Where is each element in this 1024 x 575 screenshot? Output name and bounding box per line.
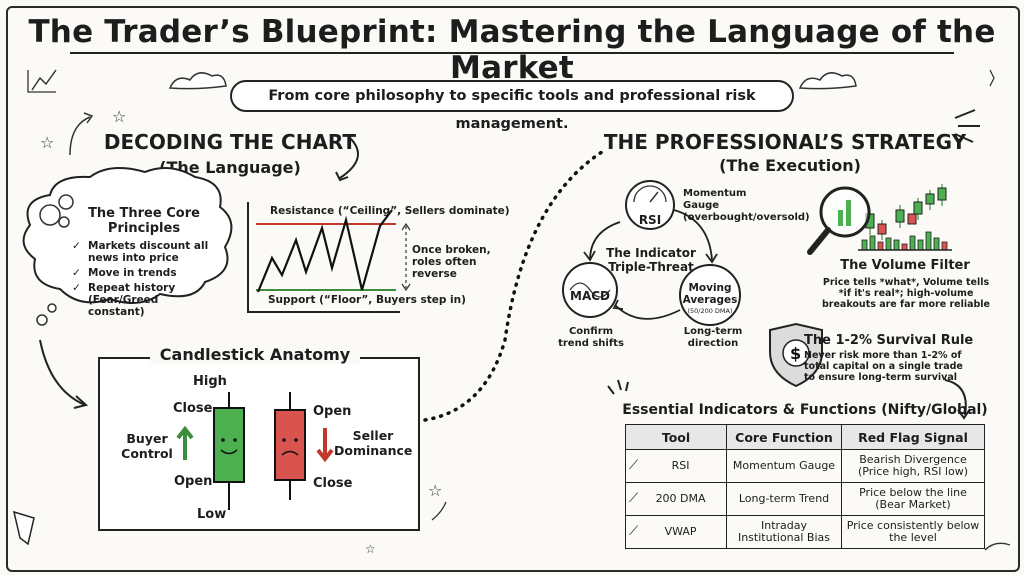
tool-cell: ⟋200 DMA [625,482,727,516]
left-subheading: (The Language) [159,158,301,177]
volume-desc: Price tells *what*, Volume tells *if it'… [822,277,990,310]
table-row: ⟋200 DMA Long-term Trend Price below the… [625,482,985,516]
check-icon: ✓ [72,240,81,252]
svg-text:☆: ☆ [40,133,54,152]
trend-icon: ⟋ [629,491,639,506]
open-bear-label: Open [313,404,352,419]
principle-item: ✓ Move in trends [72,267,212,279]
trend-icon: ⟋ [629,524,639,539]
tool-cell: ⟋VWAP [625,515,727,549]
survival-title: The 1-2% Survival Rule [804,333,974,348]
table-header-row: Tool Core Function Red Flag Signal [625,424,985,450]
indicators-table: Tool Core Function Red Flag Signal ⟋RSI … [625,424,985,549]
tool-cell: ⟋RSI [625,449,727,483]
flag-cell: Price consistently below the level [841,515,985,549]
svg-text:$: $ [790,344,801,363]
reverse-note: Once broken, roles often reverse [412,244,491,280]
svg-text:☆: ☆ [428,481,442,500]
check-icon: ✓ [72,282,81,294]
support-label: Support (“Floor”, Buyers step in) [268,294,466,306]
header-function: Core Function [726,424,842,450]
open-bull-label: Open [174,474,213,489]
flag-cell: Price below the line (Bear Market) [841,482,985,516]
triple-threat-title: The Indicator Triple-Threat [606,246,696,274]
ma-sub: (50/200 DMA) [687,307,733,315]
seller-dominance-label: Seller Dominance [334,428,413,458]
right-subheading: (The Execution) [719,156,861,175]
principle-text: Repeat history (Fear/Greed constant) [88,282,176,318]
macd-desc: Confirm trend shifts [558,326,624,349]
macd-node: MACD [570,289,610,303]
header-flag: Red Flag Signal [841,424,985,450]
principle-item: ✓ Markets discount all news into price [72,240,212,264]
principle-text: Move in trends [88,267,177,279]
check-icon: ✓ [72,267,81,279]
table-title: Essential Indicators & Functions (Nifty/… [622,402,988,418]
table-row: ⟋RSI Momentum Gauge Bearish Divergence (… [625,449,985,483]
resistance-label: Resistance (“Ceiling”, Sellers dominate) [270,205,510,217]
trend-icon: ⟋ [629,458,639,473]
function-cell: Momentum Gauge [726,449,842,483]
ma-node: Moving Averages [682,282,738,306]
table-row: ⟋VWAP Intraday Institutional Bias Price … [625,515,985,549]
flag-cell: Bearish Divergence (Price high, RSI low) [841,449,985,483]
svg-text:☆: ☆ [112,107,126,126]
principles-title: The Three Core Principles [88,206,200,236]
volume-title: The Volume Filter [840,258,970,273]
candle-title: Candlestick Anatomy [150,345,360,364]
svg-text:☆: ☆ [365,542,376,556]
ma-desc: Long-term direction [683,326,743,349]
page-frame [6,6,1020,572]
left-heading: DECODING THE CHART [103,130,357,154]
principle-text: Markets discount all news into price [88,240,209,264]
right-heading: THE PROFESSIONAL’S STRATEGY [603,130,967,154]
header-tool: Tool [625,424,727,450]
principle-item: ✓ Repeat history (Fear/Greed constant) [72,282,212,318]
buyer-control-label: Buyer Control [121,431,173,461]
function-cell: Long-term Trend [726,482,842,516]
title-underline [70,52,954,54]
high-label: High [193,374,227,389]
candle-panel [98,357,420,531]
subtitle: From core philosophy to specific tools a… [230,80,794,132]
close-bear-label: Close [313,476,353,491]
low-label: Low [197,507,227,522]
survival-desc: Never risk more than 1-2% of total capit… [804,350,963,383]
close-bull-label: Close [173,401,213,416]
rsi-node: RSI [638,213,662,227]
rsi-desc: Momentum Gauge (overbought/oversold) [683,188,810,223]
function-cell: Intraday Institutional Bias [726,515,842,549]
